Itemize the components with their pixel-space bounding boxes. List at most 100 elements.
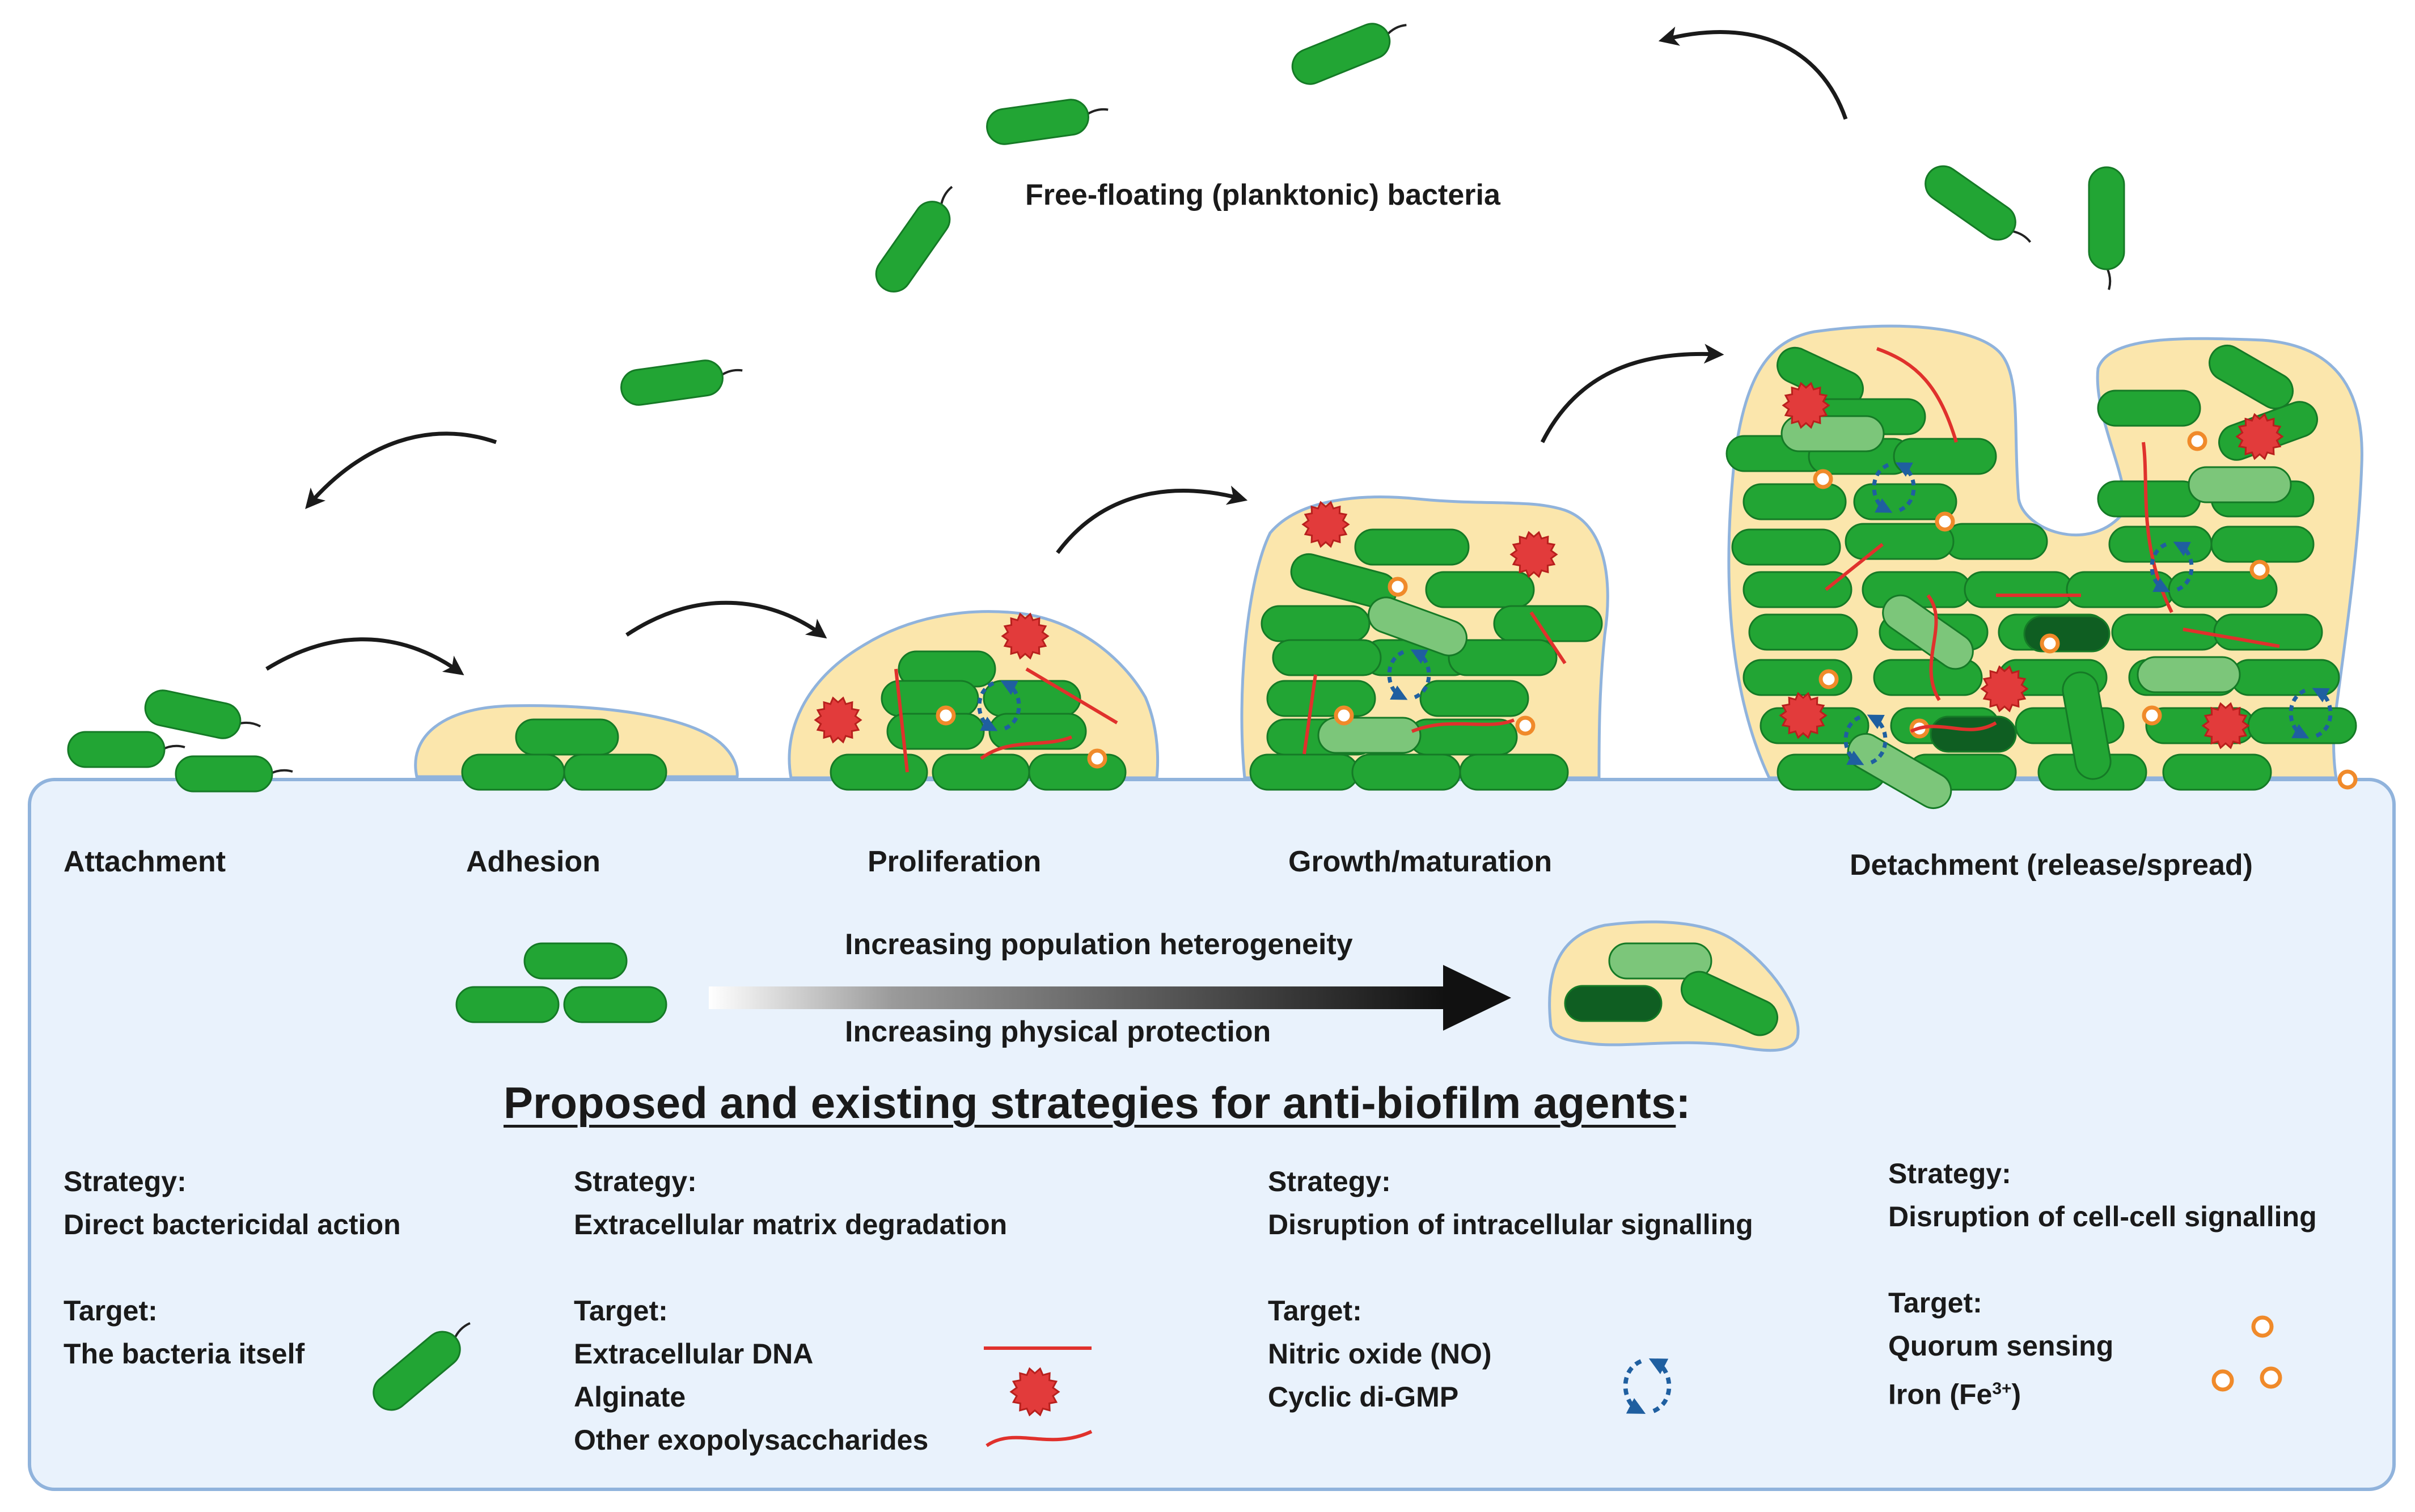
- strategies-heading: Proposed and existing strategies for ant…: [504, 1077, 1690, 1129]
- quorum-sensing-icon: [2142, 705, 2162, 726]
- bacterium-body: [1742, 571, 1853, 608]
- quorum-sensing-icon: [1515, 715, 1536, 736]
- quorum-sensing-icon: [2211, 1369, 2234, 1392]
- bacterium-body: [1608, 942, 1712, 980]
- bacterium-body: [1925, 165, 2016, 241]
- bacterium-icon: [373, 1322, 471, 1411]
- bacterium-body: [373, 1331, 461, 1411]
- planktonic-bacterium: [986, 99, 1109, 145]
- bacterium-body: [2097, 480, 2201, 518]
- flagellum: [162, 744, 185, 751]
- planktonic-bacterium: [1925, 165, 2032, 243]
- flagellum: [2105, 266, 2112, 290]
- bacterium-body: [2188, 466, 2292, 503]
- strategy-col-4: Strategy: Disruption of cell-cell signal…: [1888, 1152, 2317, 1416]
- quorum-sensing-icon: [2251, 1315, 2274, 1338]
- alginate-icon: [1009, 1367, 1060, 1417]
- bacterium-body: [2230, 659, 2340, 696]
- bacterium-icon: [1964, 571, 2074, 608]
- bacterium-body: [830, 753, 928, 791]
- bacterium-body: [523, 942, 628, 980]
- quorum-sensing-icon: [2187, 431, 2207, 451]
- strategy-name: Disruption of intracellular signalling: [1268, 1209, 1753, 1240]
- bacterium-icon: [1272, 639, 1382, 676]
- bacterium-icon: [983, 680, 1081, 717]
- gradient-arrow-bar: [709, 986, 1446, 1009]
- bacterium-body: [1731, 528, 1841, 566]
- flow-arrow: [1658, 26, 1848, 120]
- quorum-sensing-icon: [1334, 705, 1354, 726]
- bacterium-icon: [1028, 753, 1127, 791]
- bacterium-icon: [1459, 753, 1569, 791]
- alginate-icon: [1509, 531, 1558, 578]
- bacterium-body: [1493, 605, 1603, 642]
- heterogeneity-label: Increasing population heterogeneity: [845, 928, 1353, 961]
- attached-bacterium: [67, 731, 185, 768]
- planktonic-bacterium: [1291, 23, 1407, 85]
- stage-label-attachment: Attachment: [64, 845, 226, 878]
- edna-icon: [1926, 594, 1941, 701]
- edna-icon: [2183, 628, 2280, 648]
- bacterium-icon: [1742, 483, 1847, 520]
- strategy-label: Strategy:: [574, 1166, 697, 1197]
- stage-label-detachment: Detachment (release/spread): [1850, 849, 2253, 882]
- bacterium-body: [1261, 605, 1371, 642]
- attached-bacterium: [144, 689, 261, 739]
- strategy-name: Disruption of cell-cell signalling: [1888, 1201, 2317, 1233]
- bacterium-icon: [2162, 753, 2272, 791]
- flagellum: [269, 769, 293, 775]
- bacterium-body: [1354, 528, 1470, 566]
- quorum-sensing-icon: [1388, 577, 1408, 597]
- strategy-name: Direct bactericidal action: [64, 1209, 401, 1240]
- bacterium-body: [1742, 483, 1847, 520]
- bacterium-body: [455, 986, 560, 1023]
- target-item: Nitric oxide (NO): [1268, 1338, 1492, 1370]
- gradient-arrow-head: [1443, 965, 1511, 1031]
- strategy-name: Extracellular matrix degradation: [574, 1209, 1008, 1240]
- bacterium-icon: [1944, 523, 2048, 560]
- bacterium-body: [2088, 166, 2125, 270]
- bacterium-icon: [1354, 528, 1470, 566]
- bacterium-body: [2210, 526, 2315, 563]
- target-label: Target:: [1888, 1287, 1982, 1319]
- strategy-col-2: Strategy: Extracellular matrix degradati…: [574, 1160, 1007, 1462]
- bacterium-icon: [1261, 605, 1371, 642]
- protection-label: Increasing physical protection: [845, 1015, 1271, 1048]
- bacterium-icon: [2097, 389, 2201, 427]
- bacterium-icon: [1249, 753, 1359, 791]
- stage-label-growth: Growth/maturation: [1288, 845, 1553, 878]
- planktonic-bacterium: [620, 359, 743, 406]
- bacterium-body: [1964, 571, 2074, 608]
- quorum-sensing-icon: [936, 705, 956, 726]
- bacterium-body: [1317, 717, 1422, 754]
- alginate-icon: [1782, 382, 1830, 429]
- bacterium-icon: [1266, 680, 1376, 717]
- bacterium-icon: [1351, 753, 1461, 791]
- bacterium-body: [1419, 680, 1529, 717]
- strategy-label: Strategy:: [64, 1166, 187, 1197]
- bacterium-body: [1882, 594, 1974, 670]
- bacterium-body: [1748, 613, 1858, 651]
- target-item: Alginate: [574, 1381, 686, 1413]
- bacterium-body: [983, 680, 1081, 717]
- bacterium-icon: [1731, 528, 1841, 566]
- edna-icon: [1825, 543, 1884, 591]
- bacterium-body: [1893, 438, 1997, 475]
- bacterium-body: [1930, 715, 2017, 753]
- bacterium-icon: [1930, 715, 2017, 753]
- edna-icon: [980, 735, 1073, 760]
- strategies-heading-colon: :: [1676, 1078, 1691, 1128]
- bacterium-icon: [886, 713, 985, 750]
- quorum-sensing-icon: [2260, 1366, 2282, 1389]
- bacterium-body: [1368, 596, 1467, 657]
- bacterium-body: [1351, 753, 1461, 791]
- alginate-icon: [1001, 612, 1050, 660]
- bacterium-icon: [461, 753, 565, 791]
- quorum-sensing-icon: [2040, 633, 2060, 654]
- target-item: The bacteria itself: [64, 1338, 305, 1370]
- bacterium-icon: [1882, 594, 1974, 670]
- bacterium-body: [932, 753, 1030, 791]
- bacterium-body: [620, 359, 724, 406]
